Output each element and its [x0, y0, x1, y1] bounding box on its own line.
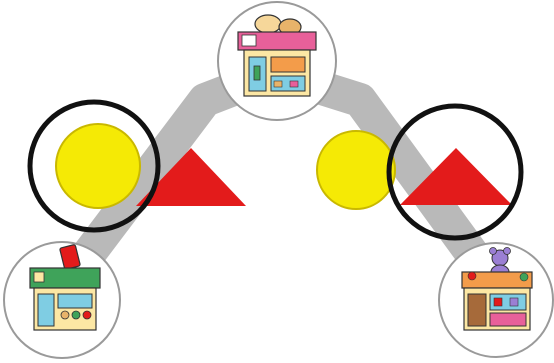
black-ring-icon: [386, 103, 524, 241]
toy-shop-icon: [461, 247, 533, 331]
yellow-circle-icon: [55, 123, 141, 209]
yellow-circle-icon: [316, 130, 396, 210]
red-triangle-icon: [136, 148, 246, 206]
red-triangle-icon: [400, 148, 512, 205]
right-markers: [316, 103, 524, 241]
bakery-shop-icon: [237, 14, 317, 97]
market-shop-bubble: [3, 241, 121, 359]
toy-shop-bubble: [438, 242, 554, 358]
black-ring-icon: [27, 99, 161, 233]
bakery-shop-bubble: [217, 1, 337, 121]
market-shop-icon: [29, 244, 101, 331]
left-markers: [27, 99, 246, 233]
